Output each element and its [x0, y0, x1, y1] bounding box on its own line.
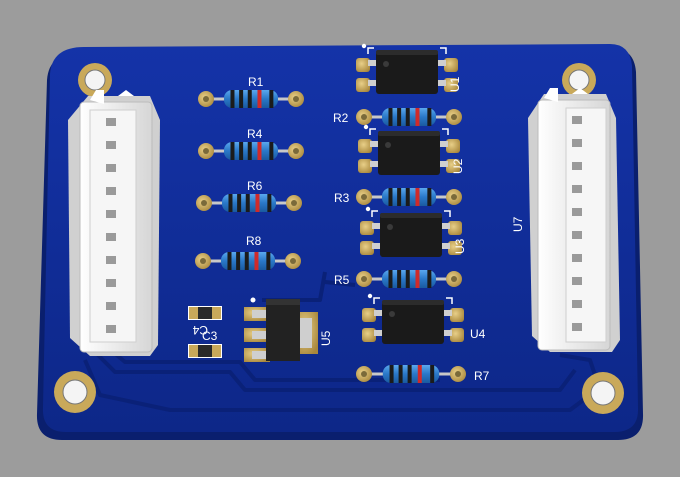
connector-pin: [106, 256, 116, 264]
resistor-r5: [356, 270, 462, 288]
voltage-regulator-u5: [244, 297, 318, 362]
mounting-hole-top-left: [78, 63, 112, 97]
connector-pin: [572, 277, 582, 285]
label-c3: C3: [202, 329, 218, 343]
connector-pin: [572, 139, 582, 147]
resistor-r6: [196, 194, 302, 212]
copper-traces: [83, 271, 602, 412]
connector-pin: [106, 164, 116, 172]
mounting-hole-bottom-left: [54, 371, 96, 413]
connector-pin: [572, 323, 582, 331]
connector-left: [68, 90, 160, 356]
connector-right: [528, 88, 620, 352]
connector-pin: [572, 185, 582, 193]
optocoupler-u3: [360, 206, 462, 257]
connector-pin: [106, 302, 116, 310]
label-u4: U4: [470, 327, 486, 341]
label-u2: U2: [451, 158, 465, 174]
label-u3: U3: [453, 238, 467, 254]
capacitor-c4: [188, 306, 222, 320]
resistor-r3: [356, 188, 462, 206]
label-r1: R1: [248, 75, 264, 89]
connector-pin: [572, 300, 582, 308]
connector-pin: [106, 210, 116, 218]
connector-pin: [572, 208, 582, 216]
resistor-r8: [195, 252, 301, 270]
connector-pin: [106, 325, 116, 333]
mounting-hole-bottom-right: [582, 372, 624, 414]
label-r2: R2: [333, 111, 349, 125]
connector-pin: [106, 233, 116, 241]
label-r4: R4: [247, 127, 263, 141]
optocoupler-u4: [362, 293, 464, 344]
label-u7: U7: [511, 216, 525, 232]
connector-pin: [572, 231, 582, 239]
label-r8: R8: [246, 234, 262, 248]
label-r6: R6: [247, 179, 263, 193]
label-r3: R3: [334, 191, 350, 205]
pcb-board: [42, 44, 639, 432]
label-c4: C4: [192, 323, 208, 337]
connector-pin: [106, 141, 116, 149]
connector-pin: [106, 187, 116, 195]
connector-pin: [572, 116, 582, 124]
label-u1: U1: [448, 76, 462, 92]
label-r7: R7: [474, 369, 490, 383]
resistor-r2: [356, 108, 462, 126]
resistor-r1: [198, 90, 304, 108]
mounting-hole-top-right: [562, 63, 596, 97]
connector-pin: [572, 162, 582, 170]
resistor-r4: [198, 142, 304, 160]
optocoupler-u2: [358, 124, 460, 175]
optocoupler-u1: [356, 43, 458, 94]
label-u5: U5: [319, 330, 333, 346]
connector-pin: [106, 279, 116, 287]
resistor-r7: [356, 365, 466, 383]
connector-pin: [106, 118, 116, 126]
capacitor-c3: [188, 344, 222, 358]
connector-pin: [572, 254, 582, 262]
label-r5: R5: [334, 273, 350, 287]
